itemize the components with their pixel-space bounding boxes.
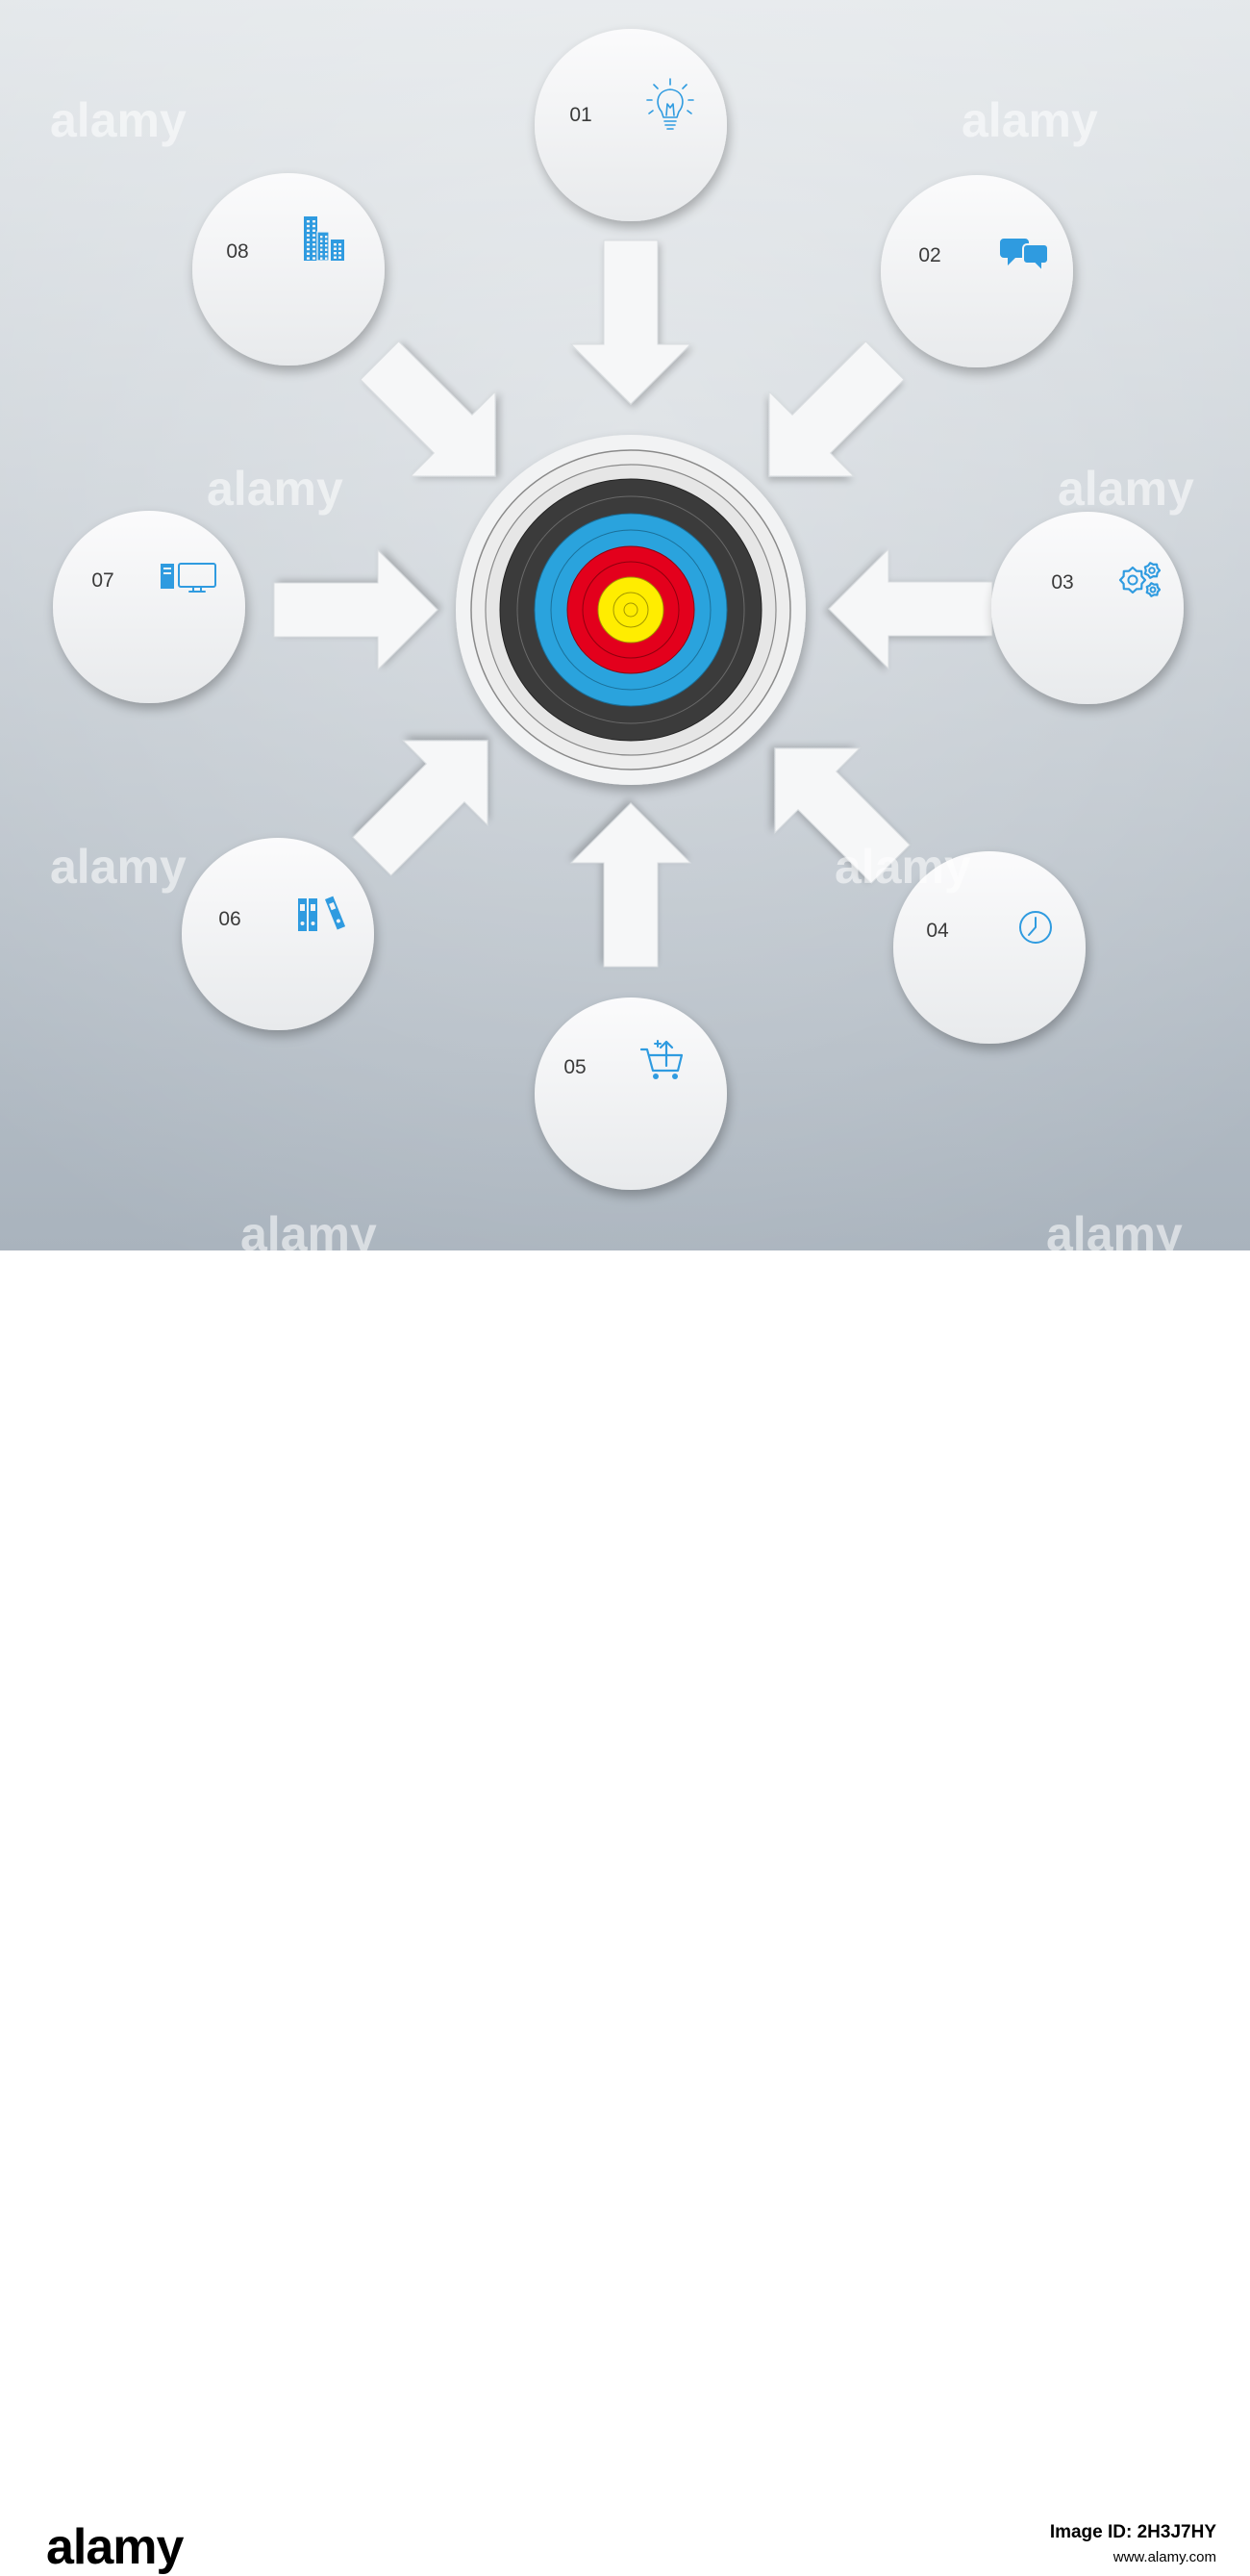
step-number: 05: [563, 1056, 586, 1078]
arrow-07: [273, 548, 438, 671]
step-number: 06: [218, 908, 240, 930]
binders-icon: [298, 896, 346, 931]
chat-bubbles-icon: [1000, 239, 1049, 274]
step-card-03: 03: [991, 512, 1184, 704]
watermark-text: alamy: [240, 1207, 377, 1250]
card-circle: [991, 512, 1184, 704]
arrow-02: [768, 341, 905, 477]
step-cards-layer: 01 02 03 04 05 06 07 08: [53, 29, 1184, 1190]
watermark-text: alamy: [207, 462, 343, 516]
shopping-cart-icon: [639, 1040, 684, 1079]
arrow-01: [569, 240, 692, 405]
lightbulb-icon: [646, 78, 694, 130]
arrow-05: [569, 802, 692, 968]
card-circle: [881, 175, 1073, 367]
arrow-08: [360, 341, 496, 477]
step-card-01: 01: [535, 29, 727, 221]
infographic: 01 02 03 04 05 06 07 08 alamy alamy alamy alamy ala…: [0, 0, 1250, 1261]
gears-icon: [1118, 562, 1162, 597]
card-circle: [893, 851, 1086, 1044]
step-card-07: 07: [53, 511, 245, 703]
step-number: 01: [569, 104, 591, 126]
card-circle: [535, 998, 727, 1190]
watermark-text: alamy: [1046, 1207, 1183, 1250]
footer-bar: alamy Image ID: 2H3J7HY www.alamy.com: [0, 1250, 1250, 2575]
arrow-04: [774, 747, 911, 884]
card-circle: [182, 838, 374, 1030]
card-circle: [192, 173, 385, 366]
arrow-06: [352, 740, 488, 876]
footer-logo: alamy: [46, 2519, 184, 2575]
target-bullseye: [623, 602, 638, 618]
step-number: 02: [918, 244, 940, 266]
watermark-text: alamy: [1058, 462, 1194, 516]
clock-icon: [1019, 911, 1052, 944]
step-card-08: 08: [192, 173, 385, 366]
target-ring-yellow-inner: [612, 592, 649, 628]
step-card-04: 04: [893, 851, 1086, 1044]
watermark-text: alamy: [962, 93, 1098, 147]
archery-target: [456, 435, 806, 785]
footer-url: www.alamy.com: [1112, 2549, 1216, 2565]
target-diagram: 01 02 03 04 05 06 07 08 alamy alamy alamy alamy ala…: [0, 0, 1250, 1261]
image-id-label: Image ID: 2H3J7HY: [1049, 2522, 1216, 2542]
watermark-text: alamy: [50, 840, 187, 894]
computer-icon: [161, 563, 216, 593]
step-number: 07: [91, 569, 113, 592]
footer-image-id: Image ID: 2H3J7HY www.alamy.com: [851, 2518, 1216, 2565]
watermark-text: alamy: [50, 93, 187, 147]
card-circle: [53, 511, 245, 703]
step-number: 03: [1051, 571, 1073, 593]
buildings-icon: [304, 216, 344, 262]
step-card-06: 06: [182, 838, 374, 1030]
arrows-layer: [273, 240, 993, 968]
step-card-02: 02: [881, 175, 1073, 367]
step-number: 04: [926, 920, 949, 942]
watermark-text: alamy: [835, 840, 971, 894]
step-card-05: 05: [535, 998, 727, 1190]
card-circle: [535, 29, 727, 221]
step-number: 08: [226, 240, 248, 263]
